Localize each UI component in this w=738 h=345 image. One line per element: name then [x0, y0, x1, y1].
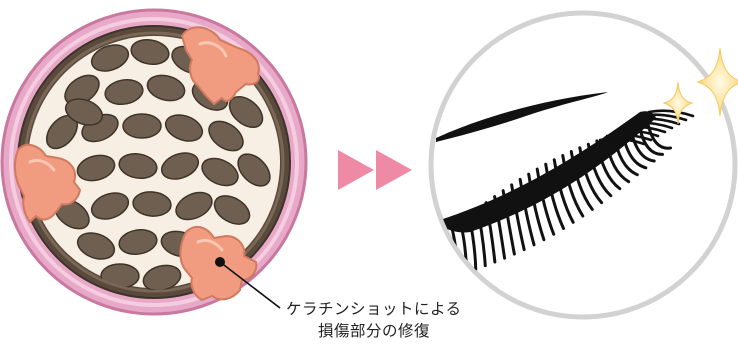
cortex-cell [164, 114, 204, 142]
repair-patch-top-right [180, 26, 260, 106]
cortex-cell [90, 192, 130, 220]
eyelash [569, 150, 594, 211]
eyelash [484, 201, 497, 264]
cortex-cell [90, 44, 130, 72]
eyelash [578, 146, 604, 205]
cortex-cell [64, 98, 104, 126]
eyelash [612, 129, 660, 138]
callout-line [219, 261, 281, 309]
eyelash [552, 158, 575, 224]
eyelash [518, 177, 536, 247]
eyelash [467, 213, 478, 271]
hair-cross-section [0, 8, 308, 316]
eyelash [476, 207, 487, 268]
cortex-cell [130, 38, 170, 66]
cortex-cell [213, 195, 251, 225]
cortex-cell [104, 78, 144, 106]
double-arrow-right-icon [338, 150, 412, 190]
eyelash [527, 172, 546, 242]
eyelash [535, 167, 556, 236]
eyelash [561, 154, 585, 218]
eyelash [626, 121, 674, 130]
eyelash [605, 133, 653, 142]
eyelash [598, 137, 646, 146]
cortex-cell [132, 191, 172, 217]
cortex-cell [76, 232, 116, 260]
cortex-cell [76, 154, 116, 182]
cortex-cells [43, 38, 271, 290]
cortex-cell [118, 152, 158, 180]
cortex-cell [237, 153, 271, 187]
eyelash [501, 189, 516, 256]
eyelash [510, 183, 526, 252]
eyelash [544, 162, 565, 230]
eyelash [620, 130, 648, 170]
repair-patch-left [14, 143, 82, 224]
eyelash [493, 195, 507, 260]
eyelash [595, 139, 622, 191]
eyelash [629, 127, 656, 163]
cortex-cell [175, 191, 213, 221]
eyelash [640, 113, 688, 122]
cortex-cell [201, 157, 239, 187]
cortex-cell [146, 74, 186, 102]
sparkle-icon [662, 47, 738, 125]
eyelid-crease [436, 92, 608, 142]
eyelash [612, 133, 639, 177]
cortex-cell [64, 74, 100, 106]
repair-patch-bottom [179, 225, 258, 302]
cortex-cell [160, 152, 200, 180]
eyelash [603, 136, 631, 184]
eyelash [586, 142, 613, 198]
eyelash [633, 117, 681, 126]
cortex-cell [208, 120, 244, 152]
caption-line-1: ケラチンショットによる [286, 300, 462, 318]
cortex-cell [122, 113, 162, 139]
lash-lens [428, 10, 738, 320]
cortex-cell [118, 228, 158, 256]
eyelash [647, 109, 695, 118]
eyelash [619, 125, 667, 134]
caption-line-2: 損傷部分の修復 [318, 322, 431, 340]
callout-caption: ケラチンショットによる 損傷部分の修復 [286, 298, 506, 342]
